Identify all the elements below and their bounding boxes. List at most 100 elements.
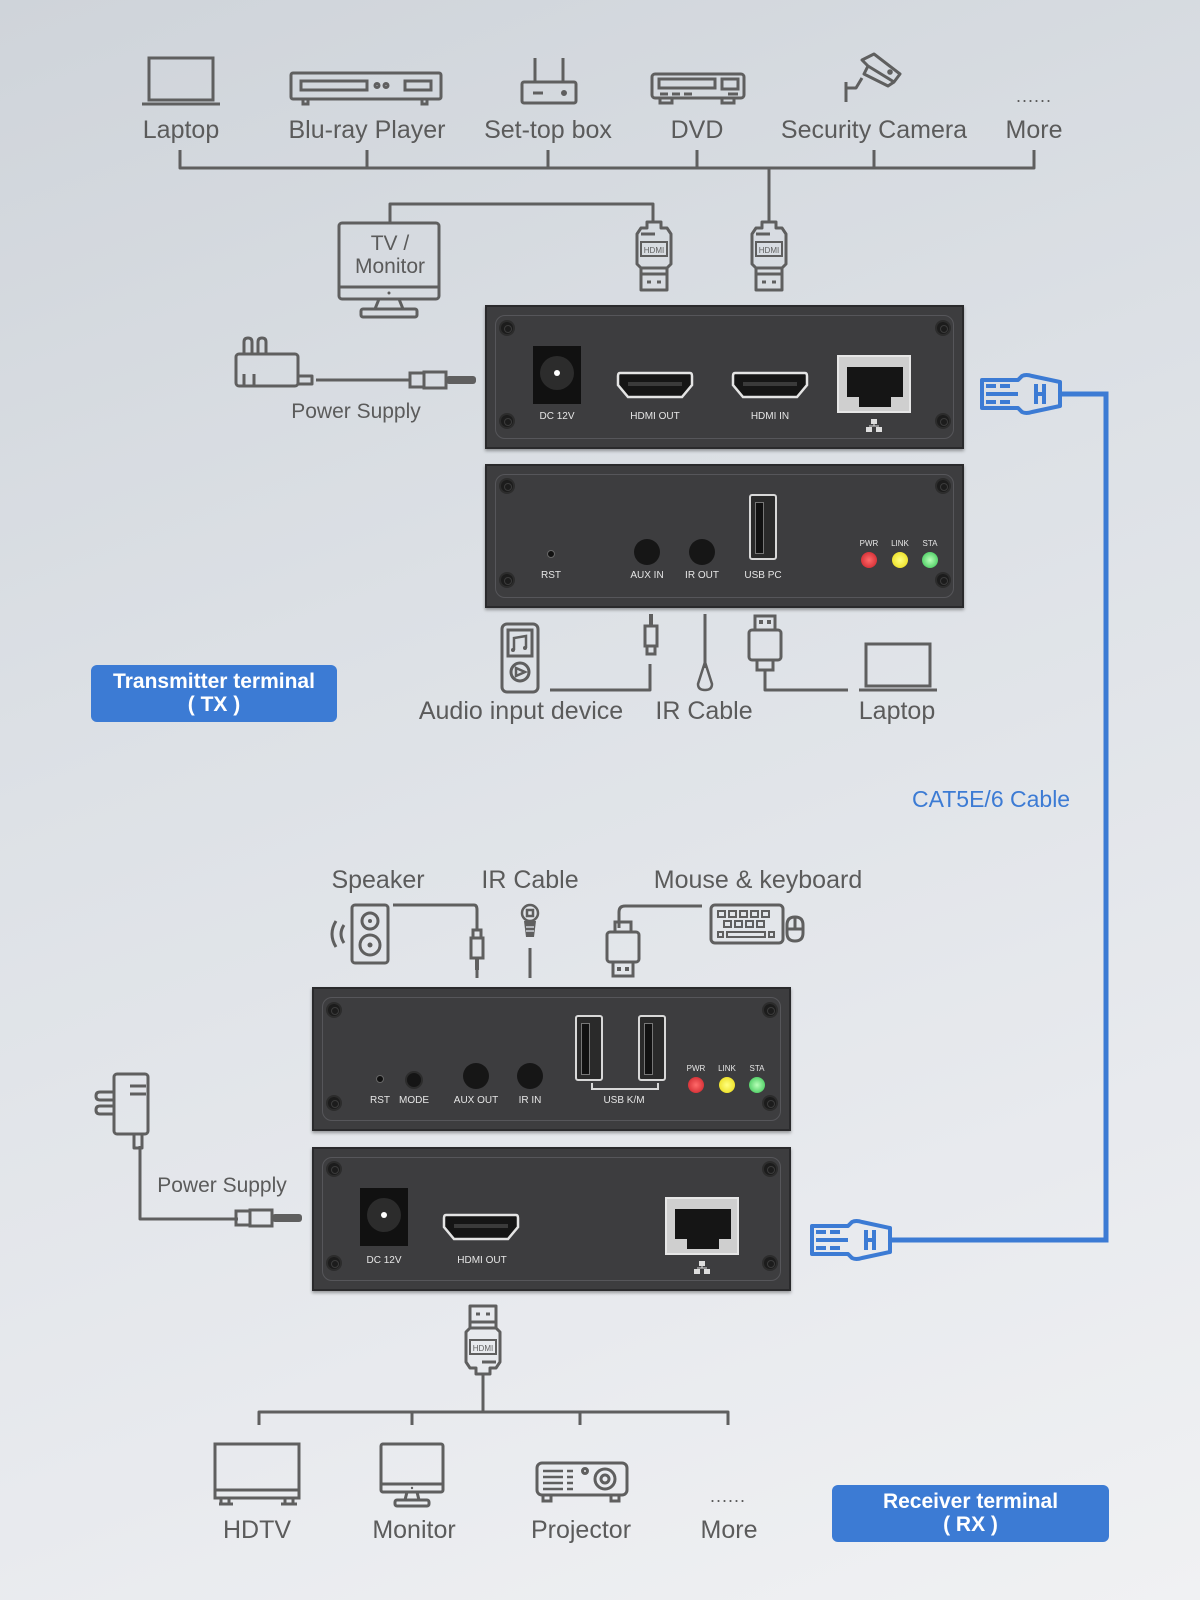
ellipsis-icon: ......	[709, 1486, 747, 1506]
usb-km-bracket	[591, 1083, 659, 1090]
laptop-icon	[858, 641, 938, 693]
screw	[499, 320, 515, 336]
port-label-dc: DC 12V	[539, 411, 575, 422]
hdmi-plug-icon: HDMI	[748, 220, 790, 292]
source-label-security-camera: Security Camera	[780, 116, 968, 144]
security-camera-icon	[842, 52, 904, 106]
hdmi-plug-text: HDMI	[759, 246, 779, 255]
led-label-pwr: PWR	[859, 539, 879, 548]
receiver-terminal-badge: Receiver terminal ( RX )	[832, 1485, 1109, 1542]
rx-power-supply-label: Power Supply	[157, 1174, 287, 1197]
rx-badge-title: Receiver terminal	[882, 1490, 1059, 1513]
dc-power-jack	[360, 1188, 408, 1246]
rx-peripheral-label-ir: IR Cable	[481, 866, 579, 894]
screw	[935, 478, 951, 494]
tx-peripheral-label-audio: Audio input device	[418, 697, 624, 725]
hdmi-out-port	[442, 1213, 520, 1241]
audio-jack-plug-icon	[468, 928, 486, 980]
source-label-dvd: DVD	[670, 116, 724, 144]
tx-badge-title: Transmitter terminal	[113, 670, 315, 693]
power-adapter-icon	[234, 336, 324, 398]
screw	[499, 413, 515, 429]
transmitter-terminal-badge: Transmitter terminal ( TX )	[91, 665, 337, 722]
aux-out-jack	[463, 1063, 489, 1089]
led-label-sta: STA	[922, 539, 938, 548]
rj45-cable-connector-icon	[808, 1218, 894, 1262]
rj45-port	[837, 355, 911, 413]
source-label-more: More	[1005, 116, 1063, 144]
audio-jack-plug-icon	[642, 614, 660, 666]
led-sta	[749, 1077, 765, 1093]
aux-in-jack	[634, 539, 660, 565]
dvd-player-icon	[650, 72, 746, 106]
led-label-sta: STA	[749, 1064, 765, 1073]
led-sta	[922, 552, 938, 568]
hdmi-plug-text: HDMI	[473, 1344, 493, 1353]
reset-button[interactable]	[376, 1075, 384, 1083]
tx-rear-panel: RST AUX IN IR OUT USB PC PWR LINK STA	[485, 464, 964, 608]
port-label-hdmi-in: HDMI IN	[750, 411, 790, 422]
set-top-box-icon	[519, 56, 579, 106]
port-label-mode: MODE	[399, 1095, 429, 1106]
source-label-blu-ray: Blu-ray Player	[288, 116, 446, 144]
rj45-cable-connector-icon	[978, 372, 1064, 416]
ir-receiver-icon	[518, 903, 542, 949]
mode-button[interactable]	[405, 1071, 423, 1089]
led-pwr	[861, 552, 877, 568]
screw	[499, 572, 515, 588]
source-label-set-top-box: Set-top box	[484, 116, 612, 144]
tx-peripheral-label-laptop: Laptop	[858, 697, 936, 725]
rx-peripheral-label-speaker: Speaker	[331, 866, 425, 894]
network-icon	[694, 1261, 710, 1274]
screw	[326, 1095, 342, 1111]
led-label-pwr: PWR	[686, 1064, 706, 1073]
hdmi-plug-icon: HDMI	[462, 1304, 504, 1376]
port-label-rst: RST	[541, 570, 561, 581]
reset-button[interactable]	[547, 550, 555, 558]
port-label-rst: RST	[370, 1095, 390, 1106]
display-label-projector: Projector	[530, 1516, 632, 1544]
screw	[499, 478, 515, 494]
ellipsis-icon: ......	[1015, 86, 1053, 106]
port-label-usb-pc: USB PC	[744, 570, 782, 581]
tv-monitor-label-line1: TV /	[370, 232, 410, 255]
screw	[762, 1095, 778, 1111]
audio-player-icon	[500, 622, 540, 694]
speaker-icon	[326, 903, 392, 965]
projector-icon	[535, 1461, 631, 1505]
source-label-laptop: Laptop	[142, 116, 220, 144]
port-label-hdmi-out: HDMI OUT	[457, 1255, 507, 1266]
led-link	[892, 552, 908, 568]
port-label-ir-out: IR OUT	[685, 570, 719, 581]
screw	[326, 1255, 342, 1271]
laptop-icon	[141, 55, 221, 107]
led-pwr	[688, 1077, 704, 1093]
monitor-icon	[379, 1442, 445, 1508]
rx-peripheral-label-mouse-keyboard: Mouse & keyboard	[653, 866, 863, 894]
tv-monitor-icon	[337, 221, 443, 321]
dc-plug-icon	[408, 370, 480, 392]
screw	[935, 572, 951, 588]
usb-km-port-1	[575, 1015, 603, 1081]
usb-km-port-2	[638, 1015, 666, 1081]
cat-cable-label: CAT5E/6 Cable	[912, 786, 1071, 812]
tv-monitor-label: TV / Monitor	[337, 232, 443, 278]
dc-power-jack	[533, 346, 581, 404]
tv-monitor-label-line2: Monitor	[354, 255, 426, 278]
screw	[935, 320, 951, 336]
port-label-aux-out: AUX OUT	[453, 1095, 499, 1106]
tx-power-supply-label: Power Supply	[291, 400, 421, 423]
screw	[326, 1161, 342, 1177]
usb-plug-icon	[604, 920, 642, 980]
led-label-link: LINK	[891, 539, 909, 548]
hdmi-out-port	[616, 371, 694, 399]
network-icon	[866, 419, 882, 432]
led-label-link: LINK	[718, 1064, 736, 1073]
screw	[762, 1255, 778, 1271]
tx-front-panel: DC 12V HDMI OUT HDMI IN	[485, 305, 964, 449]
hdtv-icon	[213, 1442, 303, 1506]
display-label-hdtv: HDTV	[222, 1516, 292, 1544]
tx-badge-subtitle: ( TX )	[187, 693, 241, 716]
hdmi-plug-icon: HDMI	[633, 220, 675, 292]
rx-badge-subtitle: ( RX )	[943, 1513, 998, 1536]
